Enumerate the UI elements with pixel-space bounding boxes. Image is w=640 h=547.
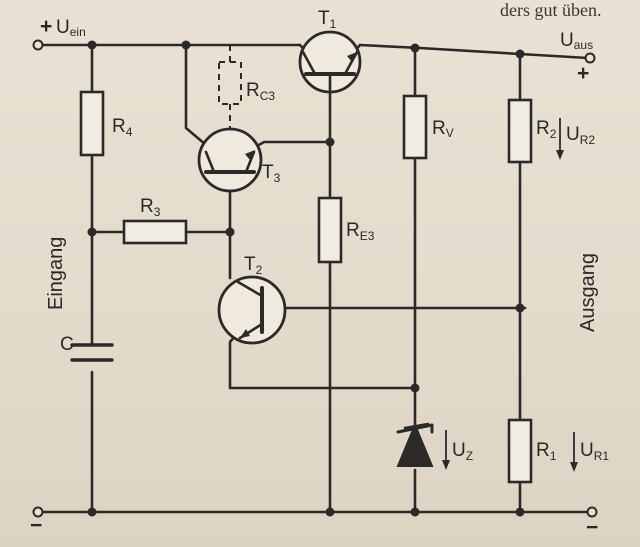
resistor-r4 — [79, 90, 105, 157]
transistor-t1 — [298, 30, 362, 94]
resistor-r1 — [507, 418, 533, 484]
label-t3: T3 — [262, 162, 281, 185]
terminal-input-minus — [32, 506, 44, 518]
label-rv: RV — [432, 118, 454, 140]
label-uein: Uein — [56, 17, 86, 39]
label-rc3: RC3 — [246, 80, 275, 103]
zener-diode — [396, 422, 434, 467]
resistor-rv — [402, 94, 428, 160]
resistor-rc3 — [218, 61, 242, 105]
label-minus-in: − — [30, 514, 42, 537]
header-text: ders gut üben. — [500, 0, 601, 20]
label-uaus: Uaus — [560, 30, 593, 52]
terminal-input-plus — [32, 39, 44, 51]
resistor-r2 — [507, 98, 533, 164]
label-ur1: UR1 — [580, 440, 609, 463]
resistor-re3 — [317, 196, 343, 264]
label-r4: R4 — [112, 116, 133, 139]
label-uein-plus: + — [40, 15, 52, 38]
label-r1: R1 — [536, 440, 557, 463]
label-r2: R2 — [536, 118, 557, 141]
voltage-arrows — [442, 118, 578, 472]
label-t1: T1 — [318, 8, 337, 31]
label-t2: T2 — [244, 254, 263, 277]
label-eingang: Eingang — [45, 237, 67, 310]
terminal-output-minus — [586, 506, 598, 518]
junction-dots — [87, 40, 525, 517]
label-re3: RE3 — [346, 220, 375, 243]
capacitor-c — [70, 343, 114, 362]
label-ur2: UR2 — [566, 124, 595, 147]
label-ausgang: Ausgang — [577, 253, 599, 332]
label-minus-out: − — [586, 516, 598, 539]
resistor-r3 — [122, 219, 188, 245]
label-r3: R3 — [140, 196, 161, 219]
transistor-t2 — [217, 275, 287, 345]
label-uz: UZ — [452, 440, 473, 463]
label-plus-out: + — [577, 62, 589, 85]
transistor-t3 — [197, 127, 263, 193]
label-c: C — [60, 334, 74, 355]
terminal-output-plus — [584, 52, 596, 64]
